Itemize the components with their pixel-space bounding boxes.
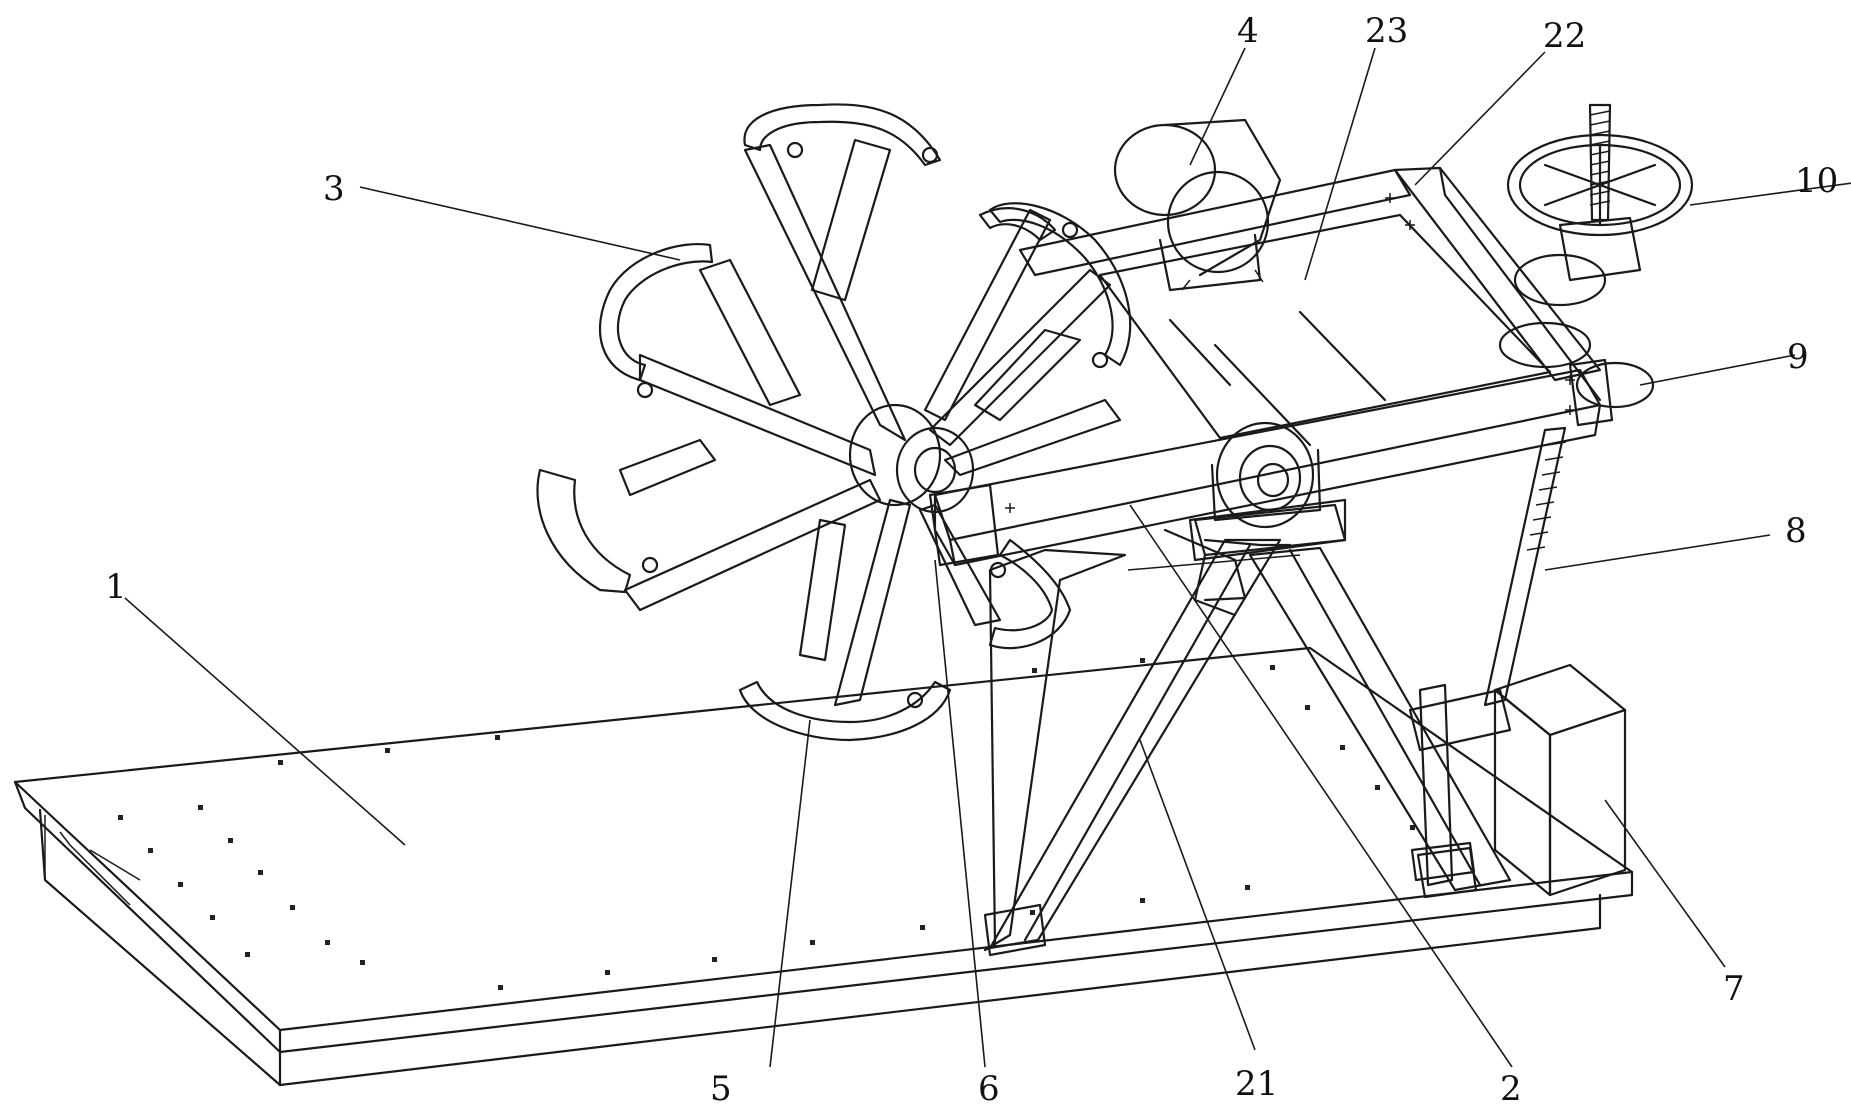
leader-lines bbox=[124, 47, 1851, 1068]
base-plate bbox=[13, 646, 1634, 1087]
callout-23: 23 bbox=[1365, 11, 1408, 51]
callout-9: 9 bbox=[1787, 337, 1809, 377]
callout-10: 10 bbox=[1795, 161, 1838, 201]
callout-21: 21 bbox=[1235, 1064, 1278, 1104]
callout-22: 22 bbox=[1543, 16, 1586, 56]
handwheel bbox=[1498, 103, 1694, 369]
callout-7: 7 bbox=[1723, 969, 1745, 1009]
callout-3: 3 bbox=[323, 169, 345, 209]
callout-6: 6 bbox=[978, 1069, 1000, 1109]
control-box bbox=[1493, 663, 1627, 897]
callout-4: 4 bbox=[1237, 11, 1259, 51]
rotor-assembly bbox=[536, 103, 1132, 742]
callout-labels: 1 2 3 4 5 6 7 8 9 10 21 22 23 bbox=[105, 11, 1838, 1109]
callout-1: 1 bbox=[105, 567, 127, 607]
callout-2: 2 bbox=[1500, 1069, 1522, 1109]
top-frame bbox=[928, 166, 1655, 567]
motor bbox=[1113, 118, 1282, 292]
actuator-rod bbox=[1408, 426, 1567, 752]
callout-5: 5 bbox=[710, 1069, 732, 1109]
callout-8: 8 bbox=[1785, 511, 1807, 551]
bearing-block bbox=[1188, 421, 1347, 562]
